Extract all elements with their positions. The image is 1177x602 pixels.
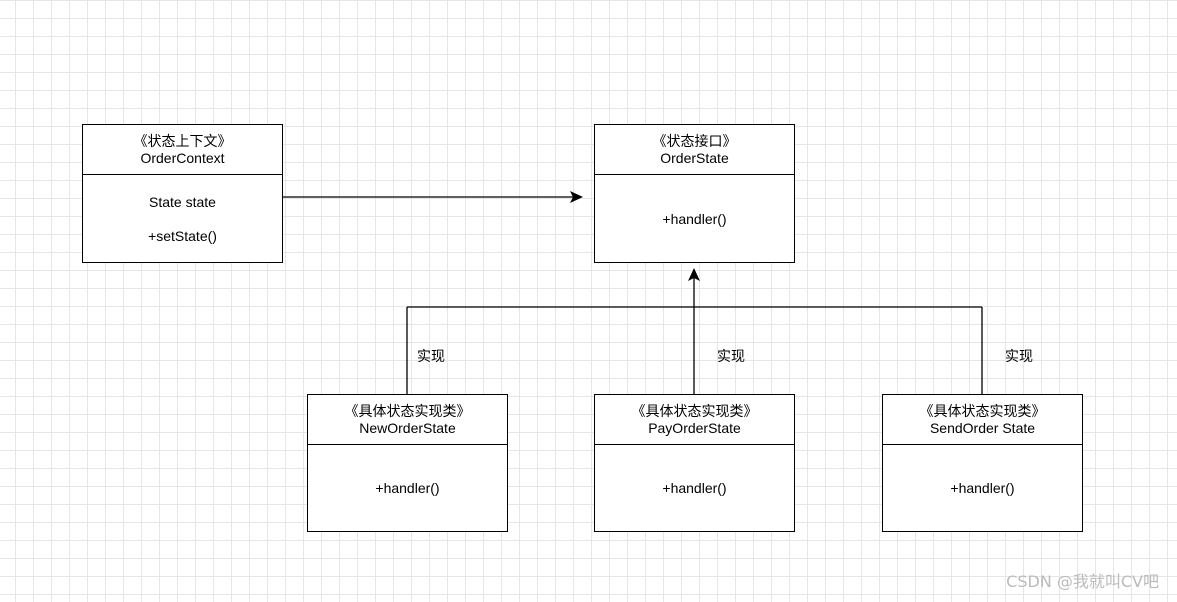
pay-order-state-class[interactable]: 《具体状态实现类》 PayOrderState +handler() xyxy=(594,394,795,532)
association-arrowhead xyxy=(570,191,583,203)
order-context-class[interactable]: 《状态上下文》 OrderContext State state +setSta… xyxy=(82,124,283,263)
class-name: NewOrderState xyxy=(359,419,456,436)
class-stereotype: 《状态上下文》 xyxy=(133,132,232,149)
class-stereotype: 《具体状态实现类》 xyxy=(344,402,471,419)
impl-arrowhead xyxy=(688,268,700,281)
watermark: CSDN @我就叫CV吧 xyxy=(1006,572,1159,591)
class-body: +handler() xyxy=(883,445,1082,531)
class-name: PayOrderState xyxy=(648,419,741,436)
class-name: SendOrder State xyxy=(929,419,1036,436)
class-stereotype: 《状态接口》 xyxy=(652,132,737,149)
class-method: +handler() xyxy=(662,210,727,227)
implement-label-new: 实现 xyxy=(417,349,445,365)
class-header: 《状态上下文》 OrderContext xyxy=(83,125,282,175)
implement-label-send: 实现 xyxy=(1005,349,1033,365)
class-header: 《具体状态实现类》 SendOrder State xyxy=(883,395,1082,445)
class-header: 《具体状态实现类》 PayOrderState xyxy=(595,395,794,445)
class-method: +setState() xyxy=(148,227,217,244)
class-body: State state +setState() xyxy=(83,175,282,262)
class-name: OrderContext xyxy=(140,149,225,166)
implement-label-pay: 实现 xyxy=(717,349,745,365)
class-header: 《状态接口》 OrderState xyxy=(595,125,794,175)
class-name: OrderState xyxy=(660,149,729,166)
new-order-state-class[interactable]: 《具体状态实现类》 NewOrderState +handler() xyxy=(307,394,508,532)
order-state-interface[interactable]: 《状态接口》 OrderState +handler() xyxy=(594,124,795,263)
class-method: +handler() xyxy=(375,480,440,496)
class-method: +handler() xyxy=(662,480,727,496)
class-stereotype: 《具体状态实现类》 xyxy=(919,402,1046,419)
class-header: 《具体状态实现类》 NewOrderState xyxy=(308,395,507,445)
class-body: +handler() xyxy=(595,175,794,262)
class-stereotype: 《具体状态实现类》 xyxy=(631,402,758,419)
send-order-state-class[interactable]: 《具体状态实现类》 SendOrder State +handler() xyxy=(882,394,1083,532)
class-attribute: State state xyxy=(149,193,216,210)
class-body: +handler() xyxy=(308,445,507,531)
class-body: +handler() xyxy=(595,445,794,531)
class-method: +handler() xyxy=(950,480,1015,496)
